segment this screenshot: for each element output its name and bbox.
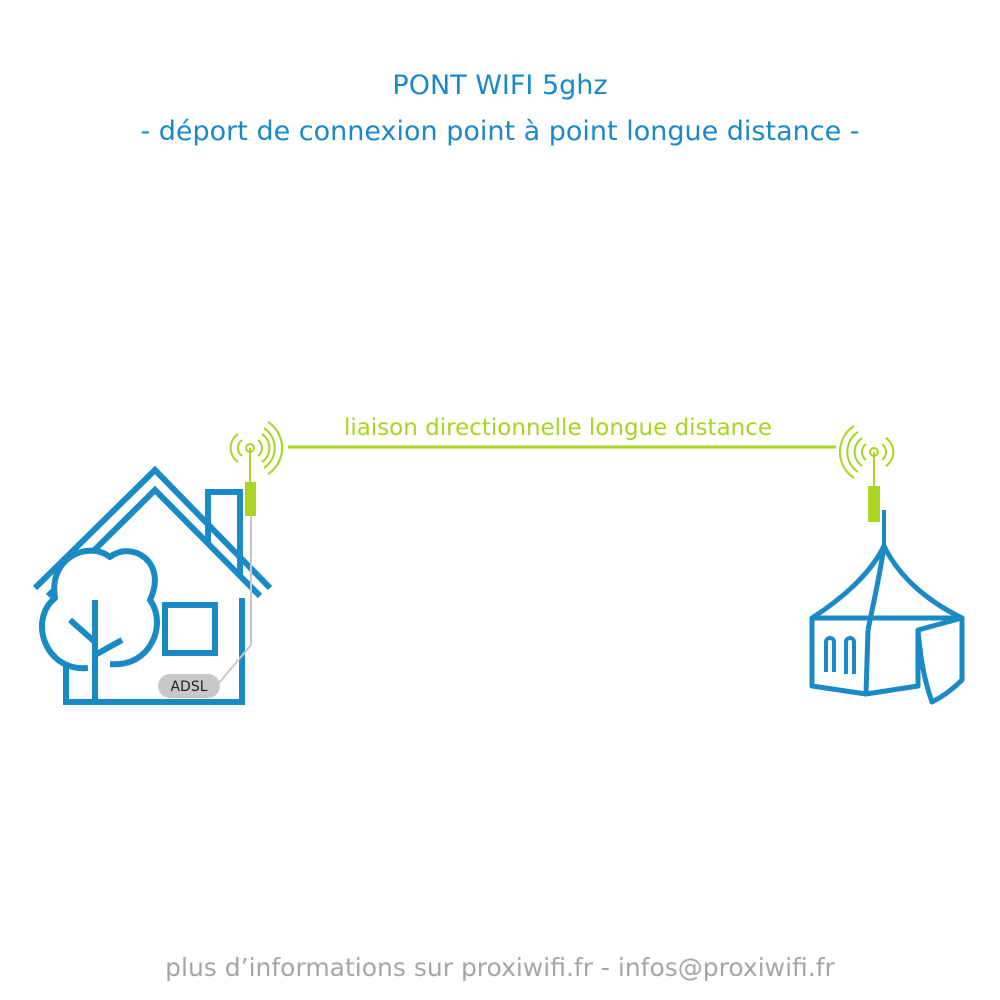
tree-icon — [39, 547, 160, 702]
diagram-title: PONT WIFI 5ghz — [392, 70, 608, 101]
left-antenna-icon — [229, 421, 284, 516]
diagram-subtitle: - déport de connexion point à point long… — [140, 116, 860, 147]
adsl-label: ADSL — [170, 679, 207, 695]
right-antenna-icon — [838, 425, 895, 522]
adsl-badge: ADSL — [158, 674, 220, 698]
wireless-link-label: liaison directionnelle longue distance — [344, 415, 772, 441]
adsl-cable — [217, 516, 252, 685]
footer-info: plus d’informations sur proxiwifi.fr - i… — [165, 953, 835, 982]
tent-icon — [809, 510, 965, 705]
